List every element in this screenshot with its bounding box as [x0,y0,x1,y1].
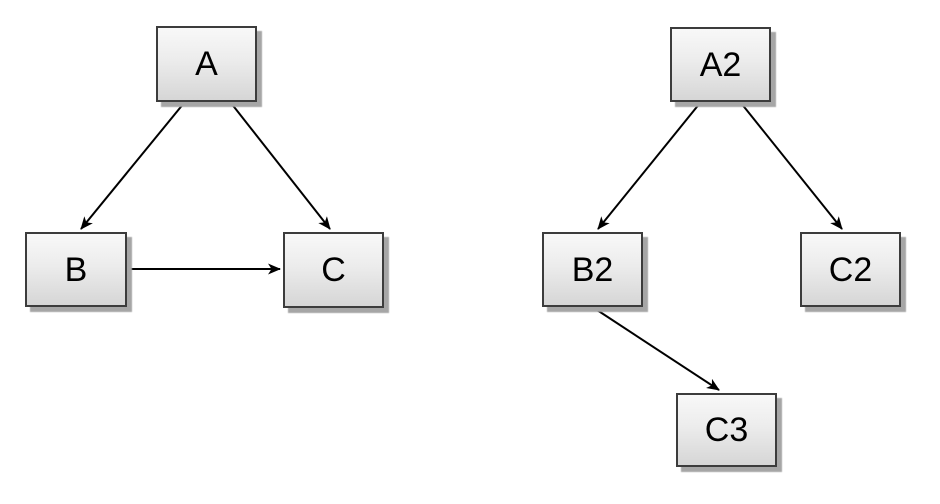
node-c: C [283,232,384,308]
node-c2: C2 [800,232,901,307]
edge-B2-C3 [593,307,720,391]
node-c3: C3 [676,393,777,467]
edge-A2-B2 [597,102,701,230]
edge-A-B [80,102,185,230]
node-b: B [25,232,127,307]
node-a2: A2 [670,27,771,102]
edge-A2-C2 [740,102,843,230]
node-b2: B2 [542,232,643,307]
edge-A-C [230,102,331,230]
edge-group [80,102,843,391]
node-a: A [156,26,257,102]
